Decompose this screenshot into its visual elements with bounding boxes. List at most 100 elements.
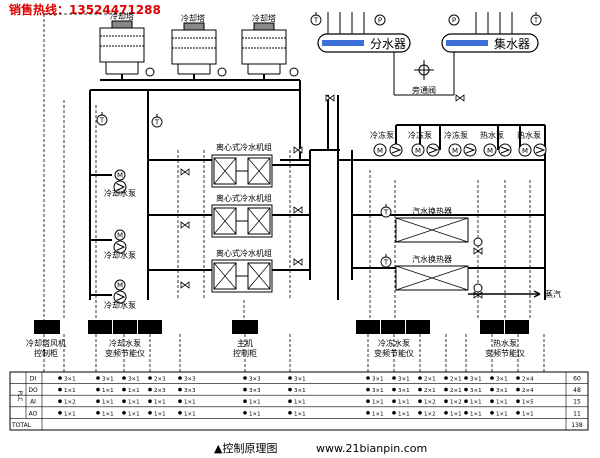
svg-text:P: P	[378, 17, 382, 25]
caption-url: www.21bianpin.com	[316, 442, 427, 455]
heat-exchanger-label: 汽水换热器	[412, 254, 452, 264]
cabinet-label: 冷却塔风机	[26, 338, 66, 348]
plc-point-dot	[418, 411, 422, 415]
plc-point-dot	[464, 399, 468, 404]
plc-point-dot	[464, 387, 468, 392]
temp-sensor-icon	[380, 203, 392, 218]
cabinet-hot-pump: 热水泵 变频节能仪	[480, 320, 529, 358]
plc-point-dot	[243, 387, 247, 392]
sales-hotline: 销售热线：13524471288	[9, 3, 161, 17]
plc-point-dot	[490, 399, 494, 404]
plc-point-dot	[122, 399, 126, 404]
plc-point-dot	[288, 387, 292, 392]
plc-point-dot	[148, 399, 152, 404]
plc-cell: 1×1	[249, 411, 261, 417]
cabinet-cooling-pump: 冷却水泵 变频节能仪	[88, 320, 162, 358]
motor-icon	[411, 143, 425, 157]
plc-point-dot	[464, 411, 468, 415]
pressure-gauge-icon	[374, 14, 386, 26]
plc-cell: 1×1	[128, 388, 140, 394]
plc-cell: 3×1	[102, 377, 114, 383]
plc-point-dot	[444, 411, 448, 415]
valve-icon	[293, 206, 303, 214]
plc-point-dot	[243, 399, 247, 404]
tower-motor-1	[145, 67, 155, 77]
return-header: 集水器	[441, 33, 539, 53]
plc-cell: 1×1	[450, 411, 462, 417]
valve-icon	[180, 281, 190, 289]
plc-cell: 1×1	[102, 400, 114, 406]
plc-cell: 3×1	[496, 388, 508, 394]
chiller-1: 离心式冷水机组	[211, 142, 273, 188]
valve-icon	[180, 221, 190, 229]
plc-point-dot	[392, 387, 396, 392]
plc-row-label: TOTAL	[11, 422, 32, 429]
plc-cell: 1×2	[64, 400, 76, 406]
plc-cell: 1×5	[522, 400, 534, 406]
chiller-control-lines	[177, 150, 291, 320]
svg-text:M: M	[415, 147, 421, 155]
plc-cell: 1×1	[372, 400, 384, 406]
plc-row-label: DO	[28, 387, 38, 394]
pressure-gauge-icon	[448, 14, 460, 26]
motor-icon	[373, 143, 387, 157]
plc-point-dot	[516, 387, 520, 392]
plc-cell: 1×2	[424, 400, 436, 406]
chiller-2: 离心式冷水机组	[211, 193, 273, 238]
plc-point-dot	[444, 376, 448, 380]
temp-sensor-icon	[530, 11, 542, 26]
plc-row-label: AI	[30, 399, 36, 406]
plc-cell: 3×3	[249, 388, 261, 394]
plc-point-dot	[148, 411, 152, 415]
plc-cell: 1×1	[102, 411, 114, 417]
chilled-pump-2: 冷冻泵 M	[408, 130, 440, 157]
plc-cell: 3×1	[470, 377, 482, 383]
plc-point-dot	[243, 376, 247, 380]
cabinet-label: 冷冻水泵	[378, 338, 410, 348]
chiller-3: 离心式冷水机组	[211, 248, 273, 293]
cooling-tower-label: 冷却塔	[252, 13, 276, 23]
plc-cell: 3×1	[128, 377, 140, 383]
plc-cell: 1×1	[398, 400, 410, 406]
plc-point-dot	[178, 387, 182, 392]
cooling-tower-label: 冷却塔	[181, 13, 205, 23]
plc-cell: 2×3	[154, 388, 166, 394]
plc-cell: 2×1	[424, 388, 436, 394]
plc-cell: 1×1	[372, 411, 384, 417]
pump-control-lines	[369, 170, 531, 320]
plc-cell: 1×1	[128, 411, 140, 417]
plc-cell: 1×1	[184, 400, 196, 406]
chiller-label: 离心式冷水机组	[216, 248, 272, 258]
hot-pump-2: 热水泵 M	[517, 130, 547, 157]
plc-point-dot	[418, 387, 422, 392]
tower-control-lines	[43, 13, 130, 320]
plc-point-dot	[392, 399, 396, 404]
cabinet-cooling-fan: 冷却塔风机 控制柜	[26, 320, 66, 358]
plc-cell: 3×3	[184, 388, 196, 394]
plc-cell: 1×1	[154, 400, 166, 406]
return-header-label: 集水器	[494, 36, 530, 51]
cooling-pump-label: 冷却水泵	[104, 300, 136, 310]
plc-cell: 3×1	[398, 388, 410, 394]
svg-text:P: P	[452, 17, 456, 25]
plc-point-dot	[96, 411, 100, 415]
temp-sensor-icon	[96, 111, 108, 126]
plc-point-dot	[366, 411, 370, 415]
valve-icon	[293, 258, 303, 266]
plc-point-dot	[516, 399, 520, 404]
plc-point-dot	[122, 387, 126, 392]
plc-cell: 1×1	[128, 400, 140, 406]
plc-cell: 1×1	[184, 411, 196, 417]
plc-cell: 3×1	[64, 377, 76, 383]
plc-point-dot	[148, 387, 152, 392]
header-gauges: P P	[310, 11, 542, 26]
bypass-valve: 旁通阀	[412, 60, 436, 95]
plc-cell: 1×2	[450, 400, 462, 406]
plc-point-dot	[490, 387, 494, 392]
supply-header: 分水器	[317, 33, 411, 53]
plc-cell: 1×2	[424, 411, 436, 417]
plc-point-dot	[444, 387, 448, 392]
plc-cell: 1×1	[522, 411, 534, 417]
